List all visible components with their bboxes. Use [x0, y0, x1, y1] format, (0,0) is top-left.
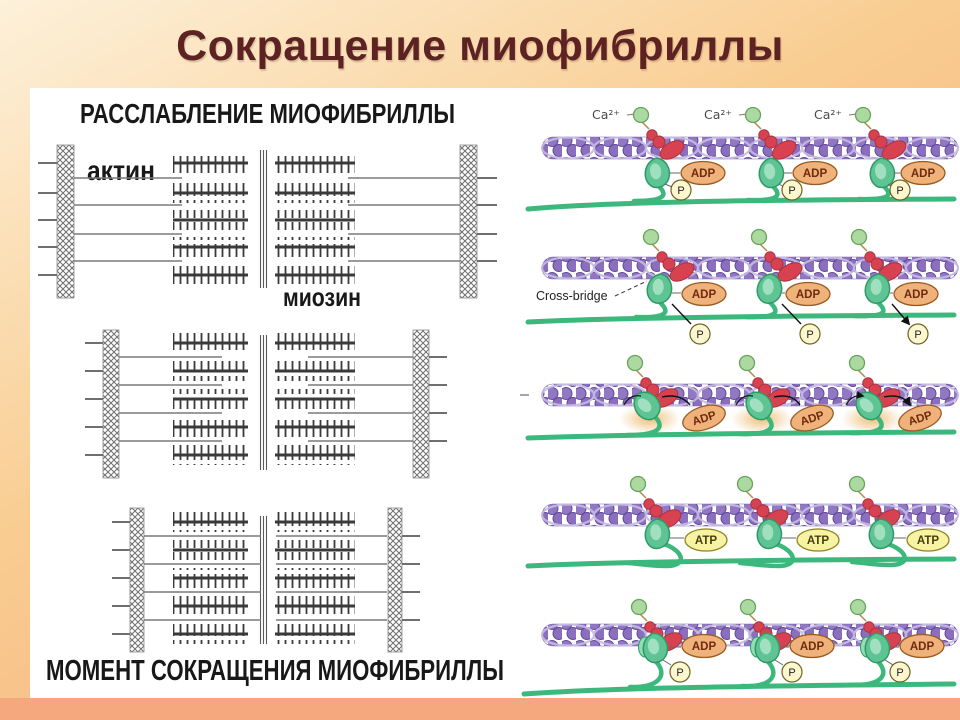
sarcomere-partially-contracted — [85, 329, 447, 479]
ca-label: Ca²⁺ — [814, 107, 842, 122]
z-disc — [459, 144, 478, 299]
p-badges: P P P — [669, 661, 911, 683]
svg-text:ADP: ADP — [796, 289, 821, 301]
z-disc — [129, 507, 145, 653]
myosin-filaments — [173, 512, 355, 644]
svg-text:ADP: ADP — [691, 168, 716, 180]
svg-text:ADP: ADP — [692, 289, 717, 301]
svg-text:ADP: ADP — [692, 641, 717, 653]
ca-label: Ca²⁺ — [704, 107, 732, 122]
ca-label: Ca²⁺ — [592, 107, 620, 122]
m-line — [259, 516, 268, 644]
myosin-label: миозин — [283, 282, 361, 312]
m-line — [259, 150, 268, 288]
svg-text:ADP: ADP — [800, 641, 825, 653]
myosin-filament — [521, 681, 957, 697]
actin-filaments — [74, 177, 460, 262]
stage-crossbridge-attachment: Cross-bridge ADP ADP ADP P P P — [525, 228, 960, 345]
svg-text:ATP: ATP — [695, 535, 717, 547]
adp-badges: ADP ADP ADP — [681, 281, 939, 307]
contraction-caption: МОМЕНТ СОКРАЩЕНИЯ МИОФИБРИЛЛЫ — [46, 655, 504, 687]
myosin-filament — [525, 196, 957, 212]
actin-label: актин — [87, 155, 155, 186]
sarcomere-contracted: МОМЕНТ СОКРАЩЕНИЯ МИОФИБРИЛЛЫ — [46, 507, 504, 687]
svg-text:P: P — [676, 667, 683, 679]
stage-atp-binding: ATP ATP ATP — [525, 475, 960, 569]
actin-filaments — [144, 535, 387, 621]
svg-text:P: P — [896, 185, 903, 197]
svg-text:P: P — [788, 185, 795, 197]
svg-text:ADP: ADP — [910, 641, 935, 653]
svg-text:ATP: ATP — [807, 535, 829, 547]
connector-lines — [664, 172, 900, 188]
footer-strip — [0, 698, 960, 720]
myosin-filament — [525, 556, 957, 569]
sarcomere-states-diagram: РАССЛАБЛЕНИЕ МИОФИБРИЛЛЫ актин миозин — [38, 98, 504, 687]
svg-text:ADP: ADP — [911, 168, 936, 180]
adp-badges: ADP ADP ADP — [680, 160, 946, 186]
myosin-filaments — [173, 333, 355, 465]
myosin-filaments — [173, 153, 355, 285]
myosin-head — [642, 155, 673, 190]
svg-text:P: P — [914, 329, 921, 341]
svg-text:P: P — [677, 185, 684, 197]
adp-release-arrows — [661, 395, 910, 405]
svg-text:P: P — [896, 667, 903, 679]
adp-badges: ADP ADP ADP — [681, 633, 945, 659]
actin-filaments — [119, 356, 413, 442]
svg-text:ADP: ADP — [904, 289, 929, 301]
svg-text:ATP: ATP — [917, 535, 939, 547]
z-disc — [102, 329, 120, 479]
connector-lines — [662, 646, 899, 666]
p-badges: P P P — [689, 323, 929, 345]
atp-badges: ATP ATP ATP — [684, 528, 950, 552]
slide-title: Сокращение миофибриллы — [176, 22, 784, 70]
m-line — [259, 335, 268, 470]
adp-badges: ADP ADP ADP — [682, 404, 942, 432]
relaxation-heading: РАССЛАБЛЕНИЕ МИОФИБРИЛЛЫ — [80, 98, 455, 129]
z-disc — [387, 507, 403, 653]
z-disc — [412, 329, 430, 479]
filament-stubs — [112, 521, 420, 635]
stage-calcium-binding: Ca²⁺ Ca²⁺ Ca²⁺ ADP ADP ADP — [525, 106, 960, 212]
filament-stubs — [38, 162, 497, 276]
p-release-arrows — [671, 303, 909, 324]
crossbridge-leader-line — [614, 280, 648, 297]
myosin-head — [756, 155, 787, 190]
filament-stubs — [85, 342, 447, 456]
crossbridge-label: Cross-bridge — [536, 289, 608, 303]
z-disc — [56, 144, 75, 299]
myosin-necks-curled — [625, 541, 907, 569]
stage-recocking: ADP ADP ADP P P P — [521, 598, 960, 697]
stage-power-stroke: ADP ADP ADP — [520, 354, 960, 441]
p-badges: P P P — [670, 179, 911, 201]
svg-text:P: P — [696, 329, 703, 341]
head-pivot-arrows — [623, 396, 863, 406]
myosin-filament — [525, 312, 957, 325]
crossbridge-cycle-diagram: Ca²⁺ Ca²⁺ Ca²⁺ ADP ADP ADP — [520, 106, 960, 697]
svg-text:P: P — [806, 329, 813, 341]
sarcomere-relaxed: РАССЛАБЛЕНИЕ МИОФИБРИЛЛЫ актин миозин — [38, 98, 497, 312]
svg-text:ADP: ADP — [803, 168, 828, 180]
svg-text:P: P — [788, 667, 795, 679]
